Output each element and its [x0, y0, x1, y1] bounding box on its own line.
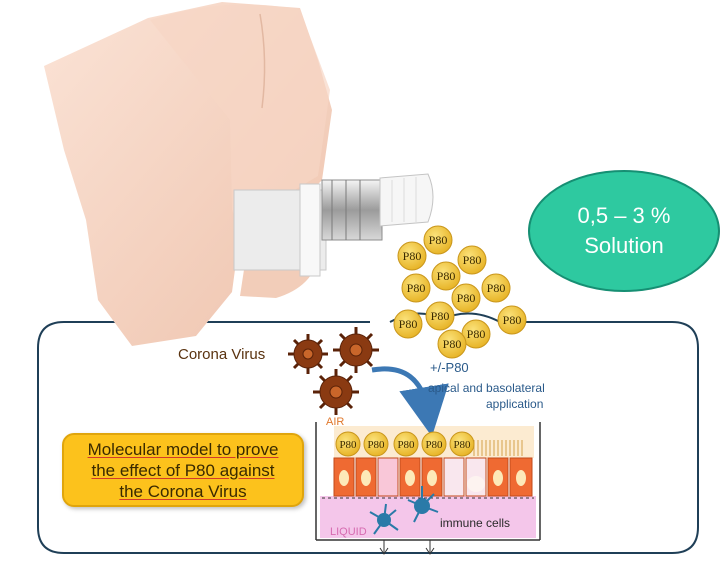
p80-molecule-icon [393, 431, 419, 457]
p80-molecule-icon [335, 431, 361, 457]
model-text-line3: the Corona Virus [119, 481, 247, 501]
solution-concentration: 0,5 – 3 % [577, 203, 671, 228]
p80-label: P80 [437, 269, 456, 283]
model-text-line2: the effect of P80 against [91, 460, 275, 480]
corona-virus-label: Corona Virus [178, 346, 266, 363]
p80-label: P80 [399, 317, 418, 331]
immune-cell-icon [369, 486, 439, 535]
virus-icon [288, 327, 379, 415]
p80-molecule-icon [425, 301, 455, 331]
p80-molecule-icon [431, 261, 461, 291]
cell-culture-insert [315, 422, 541, 555]
p80-molecule-icon [401, 273, 431, 303]
p80-label: P80 [425, 439, 443, 451]
p80-molecule-icon [397, 241, 427, 271]
cilia-icon [473, 440, 523, 456]
p80-label: P80 [463, 253, 482, 267]
p80-label: P80 [367, 439, 385, 451]
immune-cells-label: immune cells [440, 516, 511, 530]
infection-arrow [371, 366, 449, 437]
liquid-label: LIQUID [330, 526, 367, 538]
p80-label: P80 [403, 249, 422, 263]
p80-label: P80 [431, 309, 450, 323]
air-label: AIR [326, 416, 345, 428]
p80-label: P80 [397, 439, 415, 451]
p80-label: P80 [503, 313, 522, 327]
p80-label: P80 [443, 337, 462, 351]
solution-bubble: 0,5 – 3 % Solution [528, 170, 720, 292]
model-description-box: Molecular model to prove the effect of P… [62, 433, 304, 507]
p80-molecule-icon [481, 273, 511, 303]
p80-molecule-icon [393, 309, 423, 339]
p80-molecule-icon [363, 431, 389, 457]
p80-molecule-icon [457, 245, 487, 275]
application-label-line2: application [486, 397, 544, 411]
model-text-line1: Molecular model to prove [87, 439, 279, 459]
p80-label: P80 [487, 281, 506, 295]
p80-label: P80 [429, 233, 448, 247]
p80-label: P80 [407, 281, 426, 295]
p80-label: P80 [457, 291, 476, 305]
hand-graphic [44, 2, 332, 346]
p80-label: P80 [339, 439, 357, 451]
p80-molecule-icon [421, 431, 447, 457]
spray-bottle-graphic [233, 173, 434, 277]
p80-molecule-icon [449, 431, 475, 457]
application-label-line1: apical and basolateral [428, 381, 545, 395]
solution-label: Solution [584, 233, 664, 258]
p80-molecule-icon [423, 225, 453, 255]
p80-molecule-icon [437, 329, 467, 359]
epithelial-cells [333, 457, 533, 497]
p80-label: P80 [453, 439, 471, 451]
p80-molecule-icon [497, 305, 527, 335]
p80-molecule-icon [451, 283, 481, 313]
treatment-label: +/-P80 [430, 360, 469, 375]
p80-label: P80 [467, 327, 486, 341]
